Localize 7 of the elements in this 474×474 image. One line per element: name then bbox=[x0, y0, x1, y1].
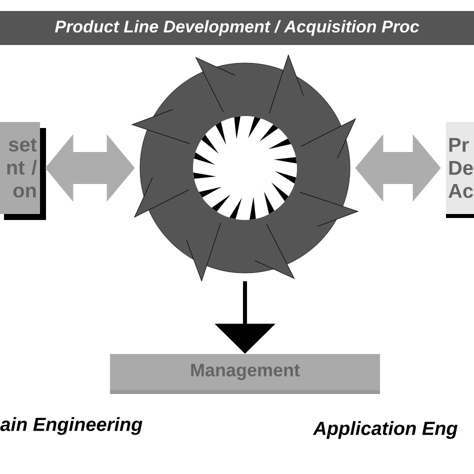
area-label: ain Engineering bbox=[0, 417, 142, 435]
title-band: Product Line Development / Acquisition Proc bbox=[0, 11, 474, 45]
cycle-drawing bbox=[132, 54, 358, 282]
area-label: Application Eng bbox=[312, 421, 458, 439]
asset-box: set nt / on bbox=[0, 122, 46, 220]
product-box: Pr De Ac bbox=[446, 122, 474, 218]
management-box: Management bbox=[110, 354, 380, 394]
